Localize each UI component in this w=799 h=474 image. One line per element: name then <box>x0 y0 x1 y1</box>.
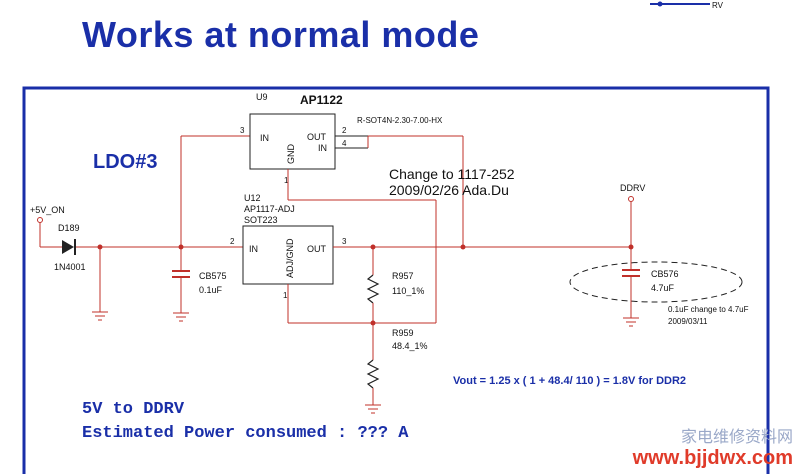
u9-pin-out: OUT <box>307 132 327 142</box>
rail-5v-label: +5V_ON <box>30 205 65 215</box>
schematic-frame <box>22 86 770 474</box>
r957-ref: R957 <box>392 271 414 281</box>
cb575-ref: CB575 <box>199 271 227 281</box>
change-note-line2: 2009/02/26 Ada.Du <box>389 182 509 198</box>
rail-5v-terminal <box>37 217 43 223</box>
d189-ref: D189 <box>58 223 80 233</box>
watermark-url: www.bjjdwx.com <box>632 447 793 469</box>
r959-ref: R959 <box>392 328 414 338</box>
resistor-r959 <box>366 359 380 389</box>
bottom-line-1: 5V to DDRV <box>82 400 185 419</box>
cb576-note2: 2009/03/11 <box>668 317 708 326</box>
u9-pin3-num: 3 <box>240 126 245 135</box>
ground-symbol-1 <box>92 311 108 321</box>
change-note-line1: Change to 1117-252 <box>389 166 515 182</box>
u9-pin-in: IN <box>260 133 269 143</box>
u9-pin1-num: 1 <box>284 176 289 185</box>
junction-out-2 <box>460 244 466 250</box>
vout-formula: Vout = 1.25 x ( 1 + 48.4/ 110 ) = 1.8V f… <box>453 375 686 387</box>
watermark: 家电维修资料网 www.bjjdwx.com <box>633 423 793 470</box>
u9-pin4-num: 4 <box>342 139 347 148</box>
u12-pin-in: IN <box>249 244 258 254</box>
cb576-highlight <box>569 261 743 303</box>
resistor-r957 <box>366 274 380 304</box>
u12-pin3-num: 3 <box>342 237 347 246</box>
ddrv-label: DDRV <box>620 183 645 193</box>
u12-pin2-num: 2 <box>230 237 235 246</box>
u9-pin-gnd: GND <box>286 144 296 165</box>
u12-pin-adj: ADJ/GND <box>285 238 295 278</box>
ground-symbol-2 <box>173 312 189 322</box>
diode-d189 <box>62 240 74 254</box>
slide-title: Works at normal mode <box>82 14 480 55</box>
top-label: RV <box>712 1 724 10</box>
u12-ref: U12 <box>244 193 261 203</box>
r957-value: 110_1% <box>392 286 424 296</box>
ldo-label: LDO#3 <box>93 151 157 173</box>
r959-value: 48.4_1% <box>392 341 428 351</box>
cb576-value: 4.7uF <box>651 283 675 293</box>
u9-pin2-num: 2 <box>342 126 347 135</box>
u9-package: R-SOT4N-2.30-7.00-HX <box>357 116 443 125</box>
cb575-value: 0.1uF <box>199 285 223 295</box>
watermark-cn: 家电维修资料网 <box>680 427 793 446</box>
cb576-note1: 0.1uF change to 4.7uF <box>668 305 749 314</box>
u9-pin-in2: IN <box>318 143 327 153</box>
u9-ref: U9 <box>256 92 268 102</box>
u12-pin-out: OUT <box>307 244 327 254</box>
u9-part: AP1122 <box>300 93 343 107</box>
bottom-line-2: Estimated Power consumed : ??? A <box>82 424 409 443</box>
ddrv-terminal <box>628 196 634 202</box>
cb576-ref: CB576 <box>651 269 679 279</box>
ground-symbol-3 <box>365 404 381 414</box>
u12-pin1-num: 1 <box>283 291 288 300</box>
u12-package: SOT223 <box>244 215 278 225</box>
top-edge-fragment: RV <box>650 1 724 10</box>
u12-part: AP1117-ADJ <box>244 204 295 214</box>
d189-part: 1N4001 <box>54 262 86 272</box>
junction-in-1 <box>97 244 103 250</box>
u9-block <box>249 113 336 170</box>
ground-symbol-4 <box>623 317 639 327</box>
